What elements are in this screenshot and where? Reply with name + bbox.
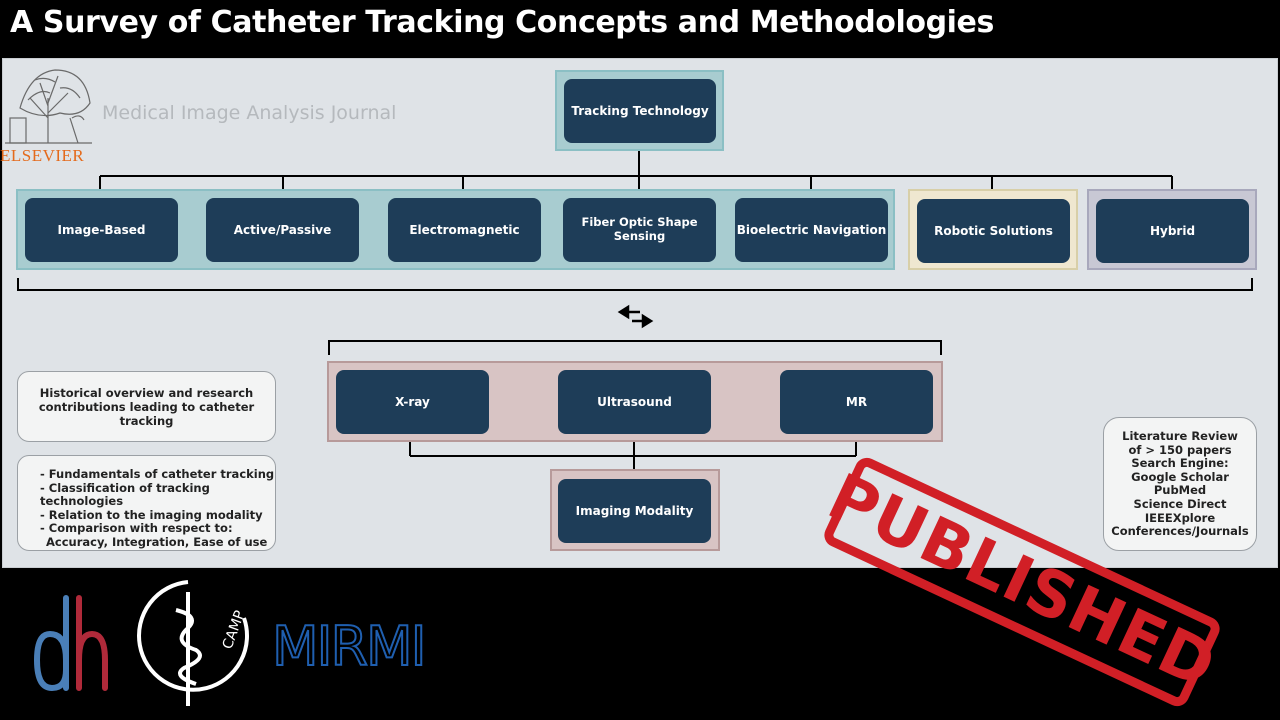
bidirectional-arrow-icon (617, 304, 654, 329)
elsevier-tree-logo (5, 69, 92, 144)
elsevier-wordmark: ELSEVIER (0, 146, 85, 165)
title-bar: A Survey of Catheter Tracking Concepts a… (0, 0, 1280, 52)
literature-line: Conferences/Journals (1111, 524, 1249, 539)
bullet-item: - Fundamentals of catheter tracking (40, 467, 275, 481)
camp-logo-text: CAMP (220, 608, 249, 651)
fundamentals-box: - Fundamentals of catheter tracking - Cl… (17, 455, 276, 551)
node-ultrasound: Ultrasound (558, 370, 711, 434)
page-title: A Survey of Catheter Tracking Concepts a… (10, 5, 994, 40)
bullet-item: - Comparison with respect to: (40, 521, 233, 535)
literature-line: Search Engine: (1131, 456, 1229, 471)
node-electromagnetic: Electromagnetic (388, 198, 541, 262)
bullet-item: Accuracy, Integration, Ease of use (46, 534, 268, 549)
node-active-passive: Active/Passive (206, 198, 359, 262)
literature-line: of > 150 papers (1128, 442, 1232, 457)
node-hybrid: Hybrid (1096, 199, 1249, 263)
bullet-item: - Classification of tracking technologie… (40, 480, 210, 508)
node-image-based: Image-Based (25, 198, 178, 262)
literature-line: IEEEXplore (1144, 510, 1216, 525)
node-imaging-modality: Imaging Modality (558, 479, 711, 543)
node-robotic-solutions: Robotic Solutions (917, 199, 1070, 263)
logo-bar (0, 572, 1280, 720)
node-xray: X-ray (336, 370, 489, 434)
literature-line: Science Direct (1133, 496, 1227, 511)
history-box: Historical overview and research contrib… (17, 371, 276, 442)
literature-box: Literature Review of > 150 papers Search… (1103, 417, 1257, 551)
node-tracking-technology: Tracking Technology (564, 79, 716, 143)
node-bioelectric: Bioelectric Navigation (735, 198, 888, 262)
journal-name: Medical Image Analysis Journal (102, 102, 397, 124)
node-fiber-optic: Fiber Optic Shape Sensing (563, 198, 716, 262)
bullet-item: - Relation to the imaging modality (40, 507, 263, 522)
node-mr: MR (780, 370, 933, 434)
mirmi-logo: MIRMI (271, 614, 428, 679)
literature-line: PubMed (1153, 483, 1207, 498)
literature-line: Literature Review (1122, 429, 1238, 443)
literature-line: Google Scholar (1131, 469, 1229, 484)
